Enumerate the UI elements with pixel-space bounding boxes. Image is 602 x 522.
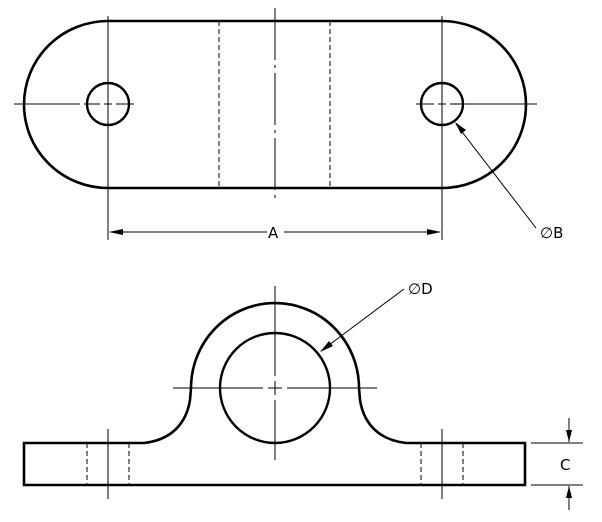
bore-callout-label: ∅D [408,280,433,298]
front-view-outline [22,301,527,487]
bore-center-lines [173,286,377,460]
hole-callout-b: ∅B [455,122,563,242]
hole-center-lines [14,16,537,240]
arrowhead-icon [320,341,333,352]
base-hole-right [420,429,464,499]
top-view: A ∅B [14,8,563,242]
dimension-c: C [531,418,583,510]
arrowhead-icon [566,430,572,442]
arrowhead-icon [455,122,466,134]
arrowhead-icon [427,229,441,235]
arrowhead-icon [566,486,572,498]
dimension-a-label: A [268,224,279,242]
arrowhead-icon [109,229,123,235]
dimension-a: A [109,224,441,242]
front-view: ∅D C [22,280,583,510]
bore-callout-d: ∅D [320,280,433,352]
thickness-dimension-label: C [560,456,570,474]
hole-callout-label: ∅B [540,224,563,242]
base-hole-left [86,429,130,499]
